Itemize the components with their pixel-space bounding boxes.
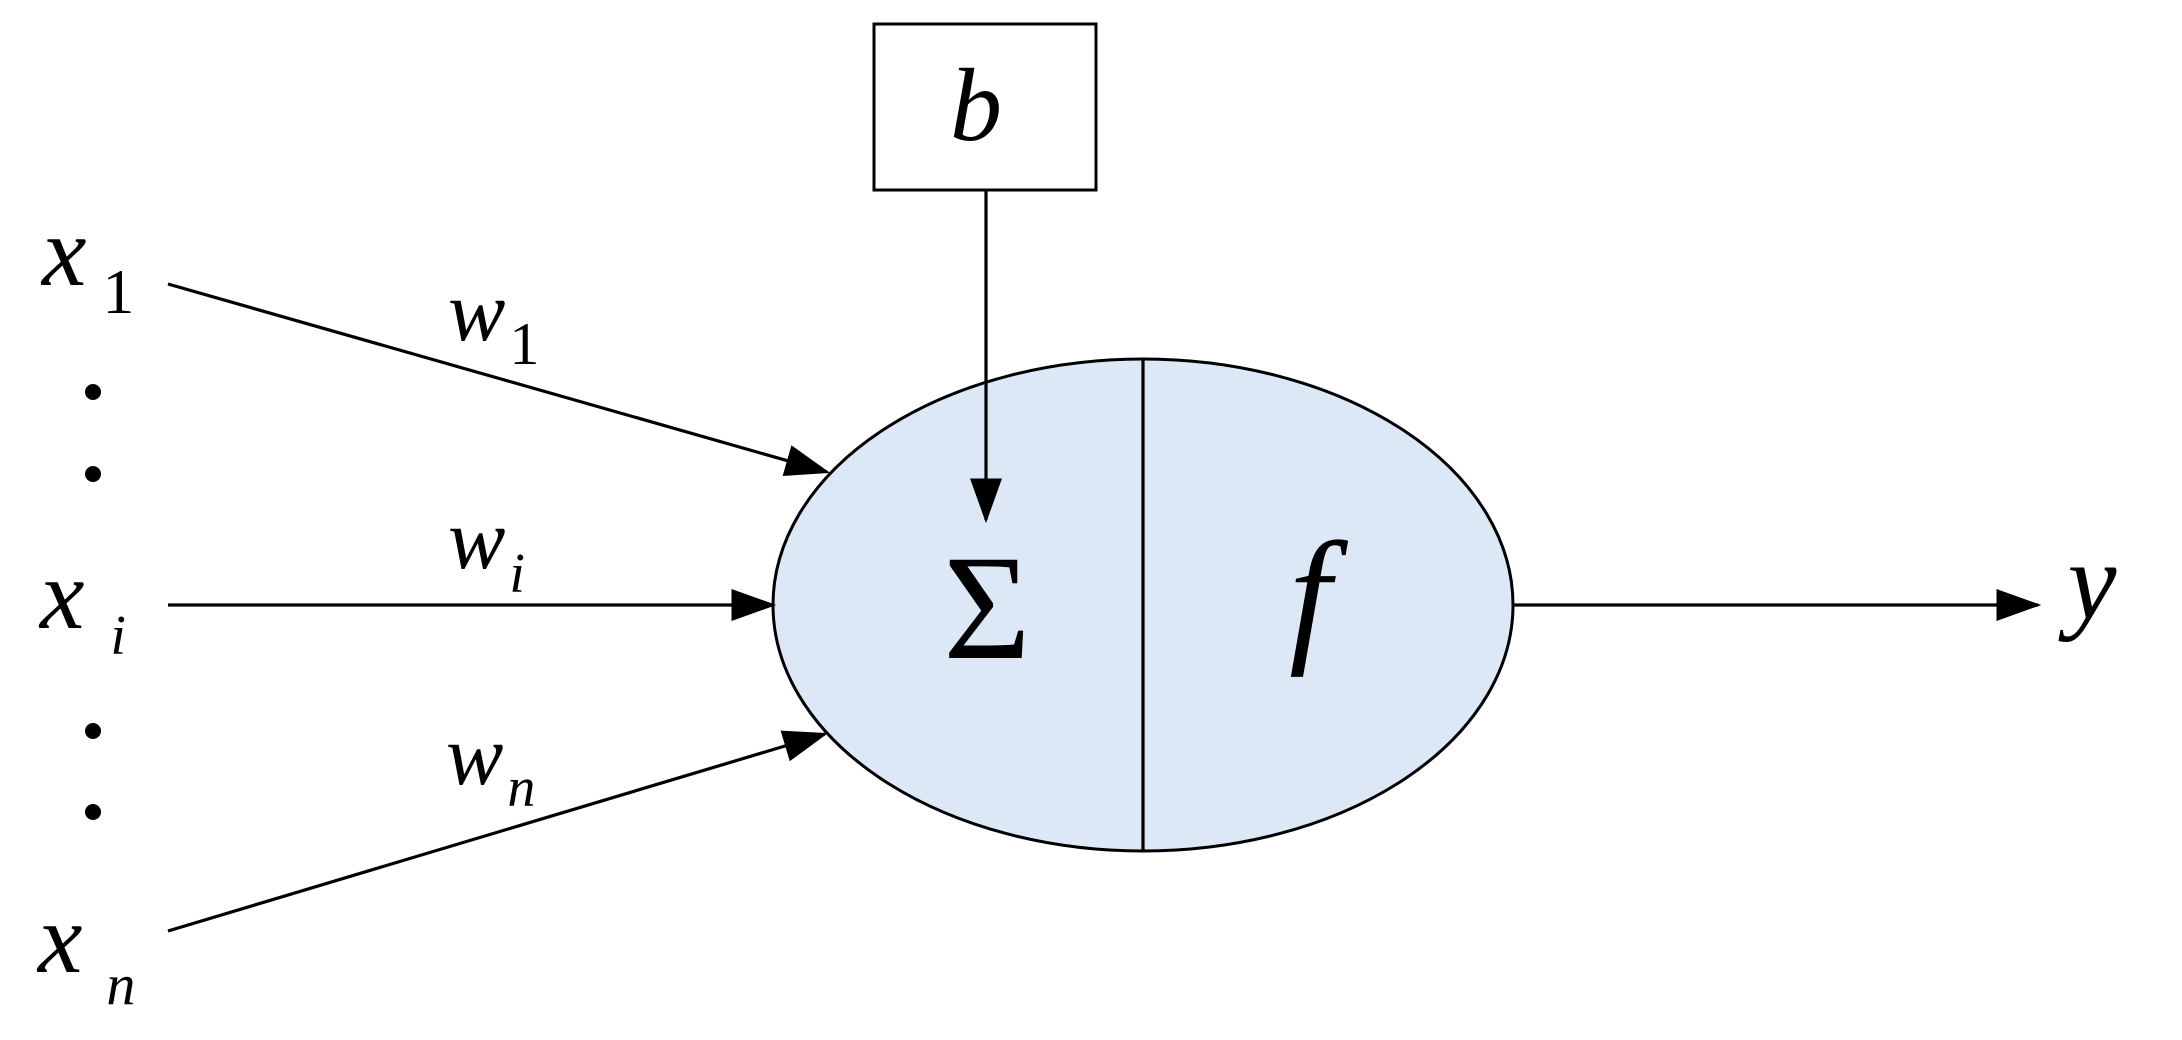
edge-x1 bbox=[167, 282, 831, 476]
ellipsis-dot bbox=[85, 804, 101, 820]
input-xn-label: x n bbox=[36, 883, 135, 1017]
sum-symbol: Σ bbox=[943, 525, 1030, 691]
weight-wn-label: w n bbox=[446, 707, 535, 819]
ellipsis-dot bbox=[85, 384, 101, 400]
edge-xn bbox=[167, 730, 829, 933]
weight-w1-label: w 1 bbox=[448, 263, 539, 377]
ellipsis-dot bbox=[85, 466, 101, 482]
output-label: y bbox=[2058, 520, 2117, 642]
bias-label: b bbox=[950, 48, 1002, 163]
ellipsis-dot bbox=[85, 723, 101, 739]
input-x1-label: x 1 bbox=[40, 196, 134, 327]
weight-wi-label: w i bbox=[448, 491, 525, 605]
input-xi-label: x i bbox=[38, 539, 126, 667]
